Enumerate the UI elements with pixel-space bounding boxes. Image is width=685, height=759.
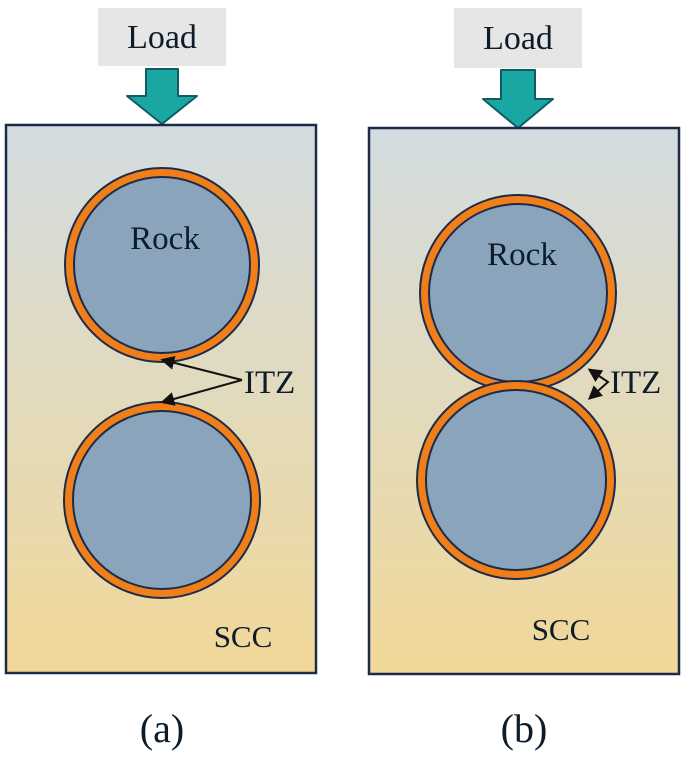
caption-b: (b) <box>501 706 548 751</box>
scc-label-a: SCC <box>214 619 273 654</box>
caption-a: (a) <box>140 706 184 751</box>
panel-b: Load Rock ITZ SCC (b) <box>367 8 681 751</box>
load-arrow-icon <box>126 68 198 125</box>
itz-pointer-lower-a <box>160 379 243 406</box>
rock-upper-a <box>73 176 251 354</box>
scc-label-b: SCC <box>532 612 591 647</box>
itz-pointer-b <box>587 368 610 400</box>
rock-upper-b <box>428 203 608 383</box>
load-label: Load <box>483 20 553 57</box>
itz-label-b: ITZ <box>610 365 661 401</box>
panel-a: Load Rock ITZ SCC (a) <box>4 8 318 751</box>
rock-label-a: Rock <box>130 221 200 257</box>
rock-lower-b <box>425 389 607 571</box>
load-label-box <box>454 8 582 68</box>
rock-lower-a <box>72 410 252 590</box>
rock-label-b: Rock <box>487 237 557 273</box>
load-arrow-icon <box>482 69 554 129</box>
itz-label-a: ITZ <box>244 365 295 401</box>
load-label: Load <box>127 19 197 56</box>
itz-pointer-upper-a <box>160 355 243 381</box>
load-label-box <box>98 8 226 66</box>
